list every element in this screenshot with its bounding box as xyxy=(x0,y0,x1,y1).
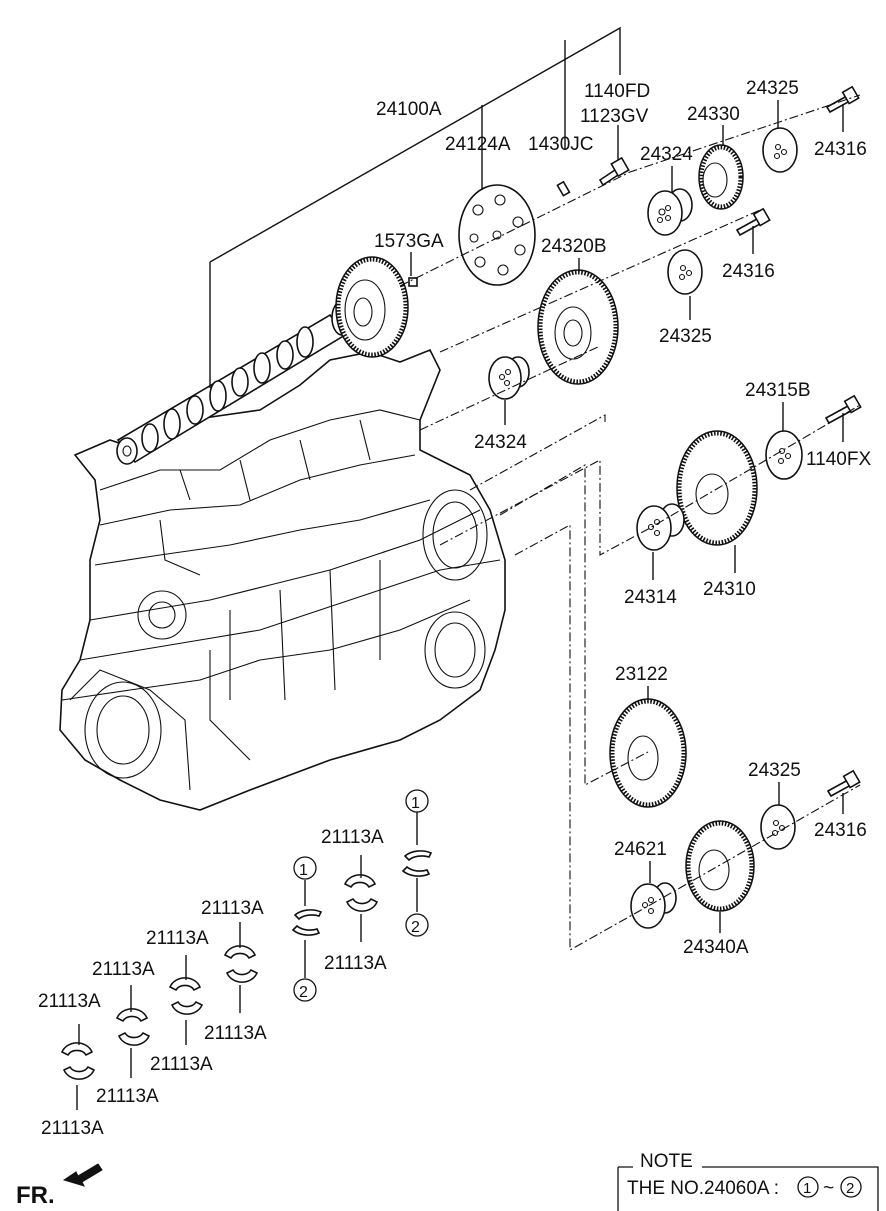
label-21113a: 21113A xyxy=(201,898,264,919)
label-1140fd: 1140FD xyxy=(584,81,650,102)
label-24325-low: 24325 xyxy=(748,760,801,781)
label-24340a: 24340A xyxy=(683,937,749,958)
callout-markers: 1 2 1 2 xyxy=(293,789,429,1002)
callout-2: 2 xyxy=(293,978,317,1002)
label-24324-top: 24324 xyxy=(640,144,693,165)
label-24316-c: 24316 xyxy=(814,820,867,841)
label-21113a: 21113A xyxy=(324,953,387,974)
camshaft xyxy=(116,300,353,465)
label-24124a: 24124A xyxy=(445,134,511,155)
label-24320b: 24320B xyxy=(541,236,607,257)
note-tilde: ~ xyxy=(823,1178,834,1199)
label-24316-a: 24316 xyxy=(814,139,867,160)
crankshaft-gear xyxy=(609,698,687,808)
label-24325-mid: 24325 xyxy=(659,326,712,347)
front-direction-indicator: FR. xyxy=(16,1163,103,1209)
note-box: NOTE THE NO.24060A : 1 ~ 2 xyxy=(617,1151,879,1211)
label-21113a: 21113A xyxy=(146,928,209,949)
straight-pin xyxy=(556,180,571,197)
bearing-shell xyxy=(60,1042,96,1080)
callout-1: 1 xyxy=(405,789,429,813)
label-21113a: 21113A xyxy=(204,1023,267,1044)
label-23122: 23122 xyxy=(615,664,668,685)
target-wheel xyxy=(458,184,536,286)
label-24310: 24310 xyxy=(703,579,756,600)
bearing-shell xyxy=(168,977,204,1015)
dowel-pin xyxy=(408,277,418,287)
idler-hub-24314 xyxy=(636,503,685,551)
bolt-24316-low xyxy=(826,769,861,798)
label-24330: 24330 xyxy=(687,104,740,125)
part-labels: 1140FD 1123GV 24325 24330 24100A 24124A … xyxy=(38,78,871,1139)
label-24621: 24621 xyxy=(614,839,667,860)
thrust-plate-top xyxy=(762,127,798,173)
cam-gear xyxy=(335,256,409,358)
label-1140fx: 1140FX xyxy=(806,449,871,470)
note-text: THE NO.24060A : xyxy=(627,1178,779,1199)
svg-text:2: 2 xyxy=(299,984,308,1001)
thrust-washer xyxy=(401,850,433,877)
bearing-shell xyxy=(223,945,259,983)
svg-text:1: 1 xyxy=(411,795,420,812)
thrust-plate-24315b xyxy=(765,430,803,480)
svg-text:1: 1 xyxy=(299,862,308,879)
idler-gear-24340a xyxy=(685,820,755,912)
idler-hub-top xyxy=(647,188,693,236)
idler-hub-24621 xyxy=(630,882,677,929)
label-1430jc: 1430JC xyxy=(528,134,594,155)
bearing-shell xyxy=(343,874,379,912)
label-21113a: 21113A xyxy=(321,827,384,848)
label-21113a: 21113A xyxy=(96,1086,159,1107)
fr-label: FR. xyxy=(16,1182,55,1209)
note-title: NOTE xyxy=(640,1151,693,1172)
svg-text:1: 1 xyxy=(803,1180,811,1197)
front-arrow-icon xyxy=(62,1163,103,1187)
svg-text:2: 2 xyxy=(846,1180,854,1197)
bolt-24316-mid xyxy=(735,207,771,237)
bolt-1140fx xyxy=(824,394,862,425)
label-21113a: 21113A xyxy=(41,1118,104,1139)
callout-2: 2 xyxy=(405,913,429,937)
label-21113a: 21113A xyxy=(38,991,101,1012)
engine-block xyxy=(59,348,506,811)
idler-hub-mid xyxy=(488,356,530,400)
label-24325-top: 24325 xyxy=(746,78,799,99)
label-24100a: 24100A xyxy=(376,99,442,120)
svg-text:2: 2 xyxy=(411,919,420,936)
thrust-plate-low xyxy=(760,804,796,850)
note-callout-2: 2 xyxy=(840,1176,862,1198)
bearing-shells xyxy=(60,850,433,1080)
bolt-1140fd xyxy=(598,156,630,187)
leader-lines xyxy=(209,26,844,933)
bearing-shell xyxy=(115,1008,151,1046)
label-24324-mid: 24324 xyxy=(474,432,527,453)
idler-gear-24310 xyxy=(676,430,758,546)
label-21113a: 21113A xyxy=(92,959,155,980)
idler-gear-large xyxy=(537,269,619,385)
label-24315b: 24315B xyxy=(745,380,811,401)
label-24316-b: 24316 xyxy=(722,261,775,282)
note-callout-1: 1 xyxy=(797,1176,819,1198)
label-24314: 24314 xyxy=(624,587,677,608)
label-1573ga: 1573GA xyxy=(374,231,444,252)
center-lines xyxy=(399,94,861,951)
bearing-leader-lines xyxy=(76,812,418,1110)
label-21113a: 21113A xyxy=(150,1054,213,1075)
label-1123gv: 1123GV xyxy=(580,106,649,127)
thrust-washer xyxy=(291,909,323,936)
thrust-plate-mid xyxy=(667,249,703,295)
callout-1: 1 xyxy=(293,856,317,880)
idler-gear-small xyxy=(698,144,744,210)
